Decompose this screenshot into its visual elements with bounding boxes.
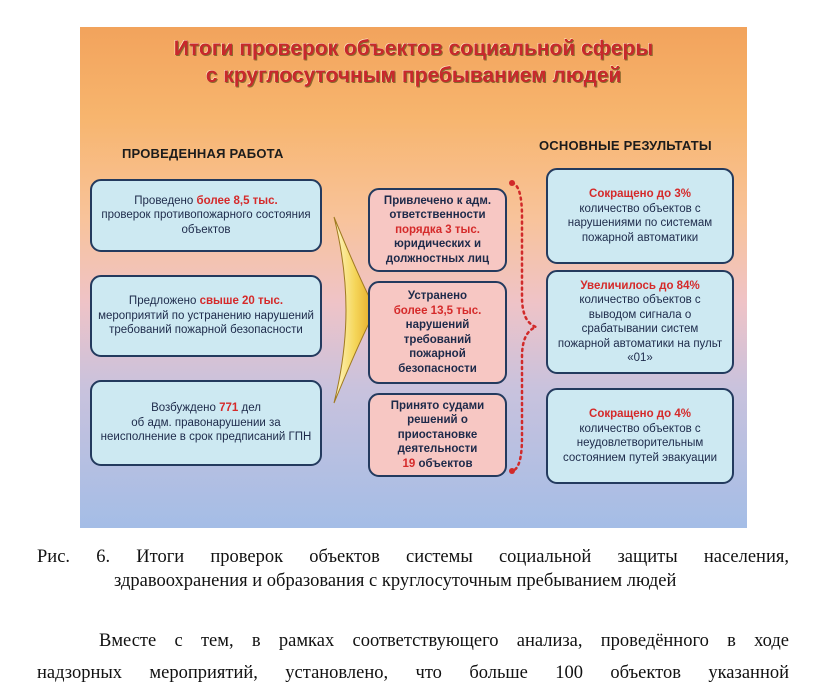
action-highlight: 19: [402, 457, 416, 470]
caption-line-1: Рис. 6. Итоги проверок объектов системы …: [37, 547, 789, 567]
work-box-measures: Предложено свыше 20 тыс. мероприятий по …: [90, 275, 322, 357]
work-text: Возбуждено: [151, 402, 220, 415]
result-text: количество объектов с неудовлетворительн…: [562, 422, 718, 464]
work-text: проверок противопожарного состояния объе…: [101, 209, 311, 236]
action-text: Устранено: [407, 290, 468, 302]
title-line-1: Итоги проверок объектов социальной сферы: [173, 37, 654, 60]
bracket-connector: [509, 180, 538, 474]
right-column-header: ОСНОВНЫЕ РЕЗУЛЬТАТЫ: [539, 138, 712, 153]
action-box-eliminated: Устранено более 13,5 тыс. нарушений треб…: [368, 281, 507, 384]
paragraph-line-1: Вместе с тем, в рамках соответствующего …: [99, 631, 789, 651]
result-box-evacuation: Сокращено до 4% количество объектов с не…: [546, 388, 734, 484]
action-text: объектов: [415, 457, 473, 470]
work-highlight: 771: [219, 402, 239, 415]
work-highlight: свыше 20 тыс.: [199, 295, 284, 308]
action-text: Привлечено к адм. ответственности: [383, 194, 492, 222]
left-column-header: ПРОВЕДЕННАЯ РАБОТА: [122, 146, 284, 161]
action-text: юридических и должностных лиц: [385, 238, 490, 265]
action-box-court: Принято судами решений о приостановке де…: [368, 393, 507, 477]
result-highlight: Увеличилось до 84%: [580, 279, 700, 292]
action-highlight: порядка 3 тыс.: [395, 223, 480, 236]
result-highlight: Сокращено до 4%: [589, 408, 691, 420]
work-text: дел: [238, 402, 261, 415]
work-box-checks: Проведено более 8,5 тыс. проверок против…: [90, 179, 322, 252]
action-highlight: более 13,5 тыс.: [393, 304, 482, 317]
result-highlight: Сокращено до 3%: [589, 188, 691, 200]
result-box-automation: Сокращено до 3% количество объектов с на…: [546, 168, 734, 264]
work-text: мероприятий по устранению нарушений треб…: [98, 309, 314, 337]
action-text: нарушений требований пожарной безопаснос…: [398, 319, 477, 375]
result-text: количество объектов с выводом сигнала о …: [557, 294, 723, 364]
action-text: Принято судами решений о приостановке де…: [390, 399, 485, 456]
figure-caption: Рис. 6. Итоги проверок объектов системы …: [37, 545, 789, 593]
infographic: Итоги проверок объектов социальной сферы…: [80, 27, 747, 528]
work-box-cases: Возбуждено 771 дел об адм. правонарушени…: [90, 380, 322, 466]
work-text: об адм. правонарушении за неисполнение в…: [100, 416, 312, 444]
work-text: Предложено: [128, 295, 200, 308]
work-text: Проведено: [134, 194, 197, 207]
body-paragraph: Вместе с тем, в рамках соответствующего …: [37, 625, 789, 689]
caption-line-2: здравоохранения и образования с круглосу…: [114, 571, 677, 591]
paragraph-line-2: надзорных мероприятий, установлено, что …: [37, 663, 789, 683]
work-highlight: более 8,5 тыс.: [196, 194, 278, 207]
result-text: количество объектов с нарушениями по сис…: [567, 202, 713, 244]
title-line-2: с круглосуточным пребыванием людей: [205, 64, 622, 87]
infographic-title: Итоги проверок объектов социальной сферы…: [80, 35, 747, 89]
right-arrow-icon: [333, 216, 377, 404]
result-box-signal: Увеличилось до 84% количество объектов с…: [546, 270, 734, 374]
action-box-penalties: Привлечено к адм. ответственности порядк…: [368, 188, 507, 272]
